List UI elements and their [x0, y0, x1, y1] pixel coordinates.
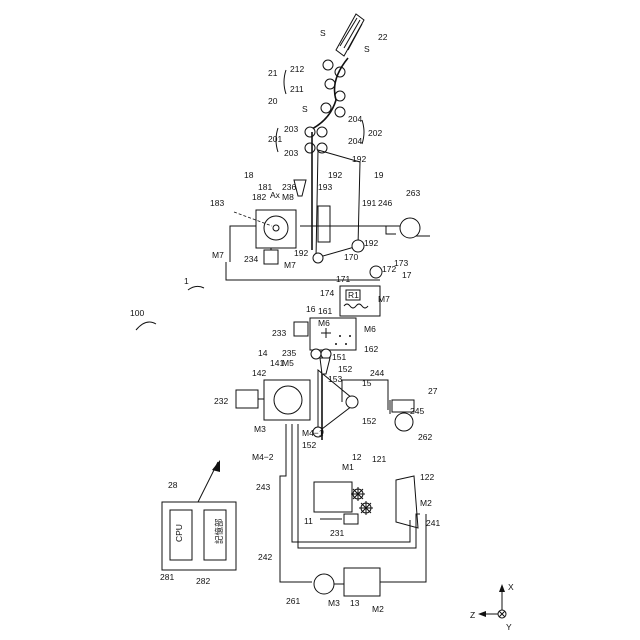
- storage-label: 記憶部: [214, 518, 224, 544]
- sheet-tray: [336, 14, 364, 56]
- label-28: 28: [168, 480, 178, 490]
- label-203: 203: [284, 148, 298, 158]
- label-M7: M7: [284, 260, 296, 270]
- label-M3: M3: [254, 424, 266, 434]
- label-191: 191: [362, 198, 376, 208]
- label-Ax: Ax: [270, 190, 281, 200]
- axes-indicator: [478, 584, 506, 618]
- supply-unit: [314, 476, 418, 528]
- arrow-100: [136, 322, 156, 330]
- label-122: 122: [420, 472, 434, 482]
- label-13: 13: [350, 598, 360, 608]
- label-212: 212: [290, 64, 304, 74]
- label-170: 170: [344, 252, 358, 262]
- label-203: 203: [284, 124, 298, 134]
- label-245: 245: [410, 406, 424, 416]
- label-100: 100: [130, 308, 144, 318]
- label-17: 17: [402, 270, 412, 280]
- label-193: 193: [318, 182, 332, 192]
- label-15: 15: [362, 378, 372, 388]
- label-244: 244: [370, 368, 384, 378]
- label-182: 182: [252, 192, 266, 202]
- axis-x-label: X: [508, 582, 514, 592]
- r1-label: R1: [348, 290, 359, 300]
- label-281: 281: [160, 572, 174, 582]
- label-261: 261: [286, 596, 300, 606]
- label-231: 231: [330, 528, 344, 538]
- label-M6: M6: [364, 324, 376, 334]
- label-243: 243: [256, 482, 270, 492]
- label-171: 171: [336, 274, 350, 284]
- arrow-1: [188, 286, 204, 290]
- label-S: S: [320, 28, 326, 38]
- label-204: 204: [348, 136, 362, 146]
- label-M6: M6: [318, 318, 330, 328]
- label-263: 263: [406, 188, 420, 198]
- label-204: 204: [348, 114, 362, 124]
- label-282: 282: [196, 576, 210, 586]
- label-12: 12: [352, 452, 362, 462]
- label-1: 1: [184, 276, 189, 286]
- label-183: 183: [210, 198, 224, 208]
- label-M4-2: M4−2: [252, 452, 274, 462]
- label-M5: M5: [282, 358, 294, 368]
- label-241: 241: [426, 518, 440, 528]
- label-M7: M7: [212, 250, 224, 260]
- label-235: 235: [282, 348, 296, 358]
- label-211: 211: [290, 84, 304, 94]
- label-192: 192: [364, 238, 378, 248]
- label-152: 152: [362, 416, 376, 426]
- label-M3: M3: [328, 598, 340, 608]
- label-232: 232: [214, 396, 228, 406]
- label-242: 242: [258, 552, 272, 562]
- controller-box: [162, 460, 236, 570]
- label-162: 162: [364, 344, 378, 354]
- feed-rollers: [310, 58, 348, 130]
- label-161: 161: [318, 306, 332, 316]
- label-14: 14: [258, 348, 268, 358]
- label-173: 173: [394, 258, 408, 268]
- label-192: 192: [328, 170, 342, 180]
- label-M8: M8: [282, 192, 294, 202]
- label-234: 234: [244, 254, 258, 264]
- label-202: 202: [368, 128, 382, 138]
- label-M1: M1: [342, 462, 354, 472]
- label-16: 16: [306, 304, 316, 314]
- label-121: 121: [372, 454, 386, 464]
- label-27: 27: [428, 386, 438, 396]
- label-20: 20: [268, 96, 278, 106]
- label-152: 152: [302, 440, 316, 450]
- label-21: 21: [268, 68, 278, 78]
- label-201: 201: [268, 134, 282, 144]
- label-M4-1: M4−1: [302, 428, 324, 438]
- label-192: 192: [294, 248, 308, 258]
- registration-rollers: [305, 127, 327, 153]
- label-22: 22: [378, 32, 388, 42]
- label-236: 236: [282, 182, 296, 192]
- label-152: 152: [338, 364, 352, 374]
- label-S: S: [302, 104, 308, 114]
- label-M2: M2: [420, 498, 432, 508]
- label-262: 262: [418, 432, 432, 442]
- axis-z-label: Z: [470, 610, 475, 620]
- axis-y-label: Y: [506, 622, 512, 632]
- label-M2: M2: [372, 604, 384, 614]
- label-174: 174: [320, 288, 334, 298]
- label-18: 18: [244, 170, 254, 180]
- label-151: 151: [332, 352, 346, 362]
- label-142: 142: [252, 368, 266, 378]
- label-153: 153: [328, 374, 342, 384]
- label-233: 233: [272, 328, 286, 338]
- label-19: 19: [374, 170, 384, 180]
- cpu-label: CPU: [174, 524, 184, 542]
- label-S: S: [364, 44, 370, 54]
- label-M7: M7: [378, 294, 390, 304]
- label-246: 246: [378, 198, 392, 208]
- label-11: 11: [304, 516, 313, 526]
- label-192: 192: [352, 154, 366, 164]
